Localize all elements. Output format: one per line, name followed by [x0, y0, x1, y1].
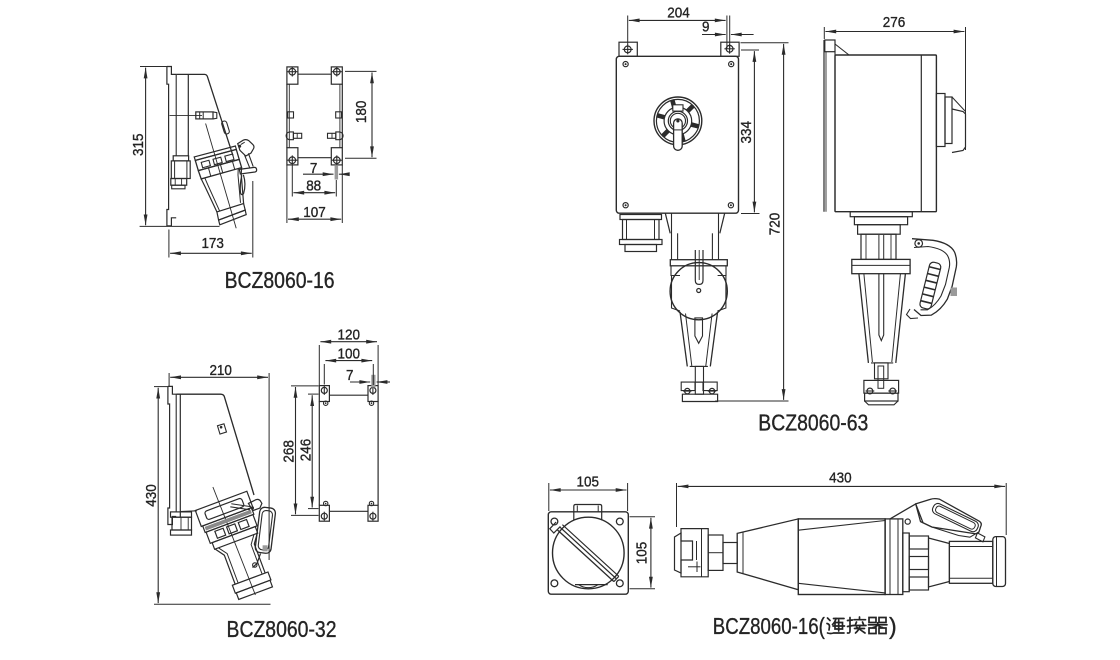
svg-text:100: 100 [338, 345, 361, 362]
svg-text:105: 105 [577, 473, 600, 490]
svg-text:BCZ8060-16(: BCZ8060-16( [713, 613, 825, 639]
svg-text:334: 334 [738, 121, 755, 144]
svg-text:180: 180 [353, 101, 370, 124]
svg-text:7: 7 [346, 367, 354, 384]
svg-text:9: 9 [702, 19, 710, 36]
svg-text:720: 720 [767, 213, 784, 236]
svg-text:88: 88 [306, 178, 321, 195]
svg-text:105: 105 [634, 542, 651, 565]
svg-text:246: 246 [298, 439, 315, 462]
svg-text:210: 210 [209, 362, 232, 379]
svg-text:BCZ8060-16: BCZ8060-16 [225, 267, 335, 293]
svg-text:BCZ8060-63: BCZ8060-63 [758, 410, 868, 436]
svg-text:173: 173 [201, 235, 224, 252]
svg-text:276: 276 [883, 14, 906, 31]
svg-text:120: 120 [338, 326, 361, 343]
svg-text:7: 7 [310, 160, 318, 177]
svg-text:268: 268 [280, 440, 297, 463]
svg-text:315: 315 [130, 134, 147, 157]
svg-text:430: 430 [829, 470, 852, 487]
svg-text:430: 430 [143, 484, 160, 507]
svg-text:204: 204 [667, 4, 690, 21]
svg-text:BCZ8060-32: BCZ8060-32 [227, 616, 337, 642]
svg-text:107: 107 [303, 204, 326, 221]
svg-text:): ) [889, 613, 897, 639]
